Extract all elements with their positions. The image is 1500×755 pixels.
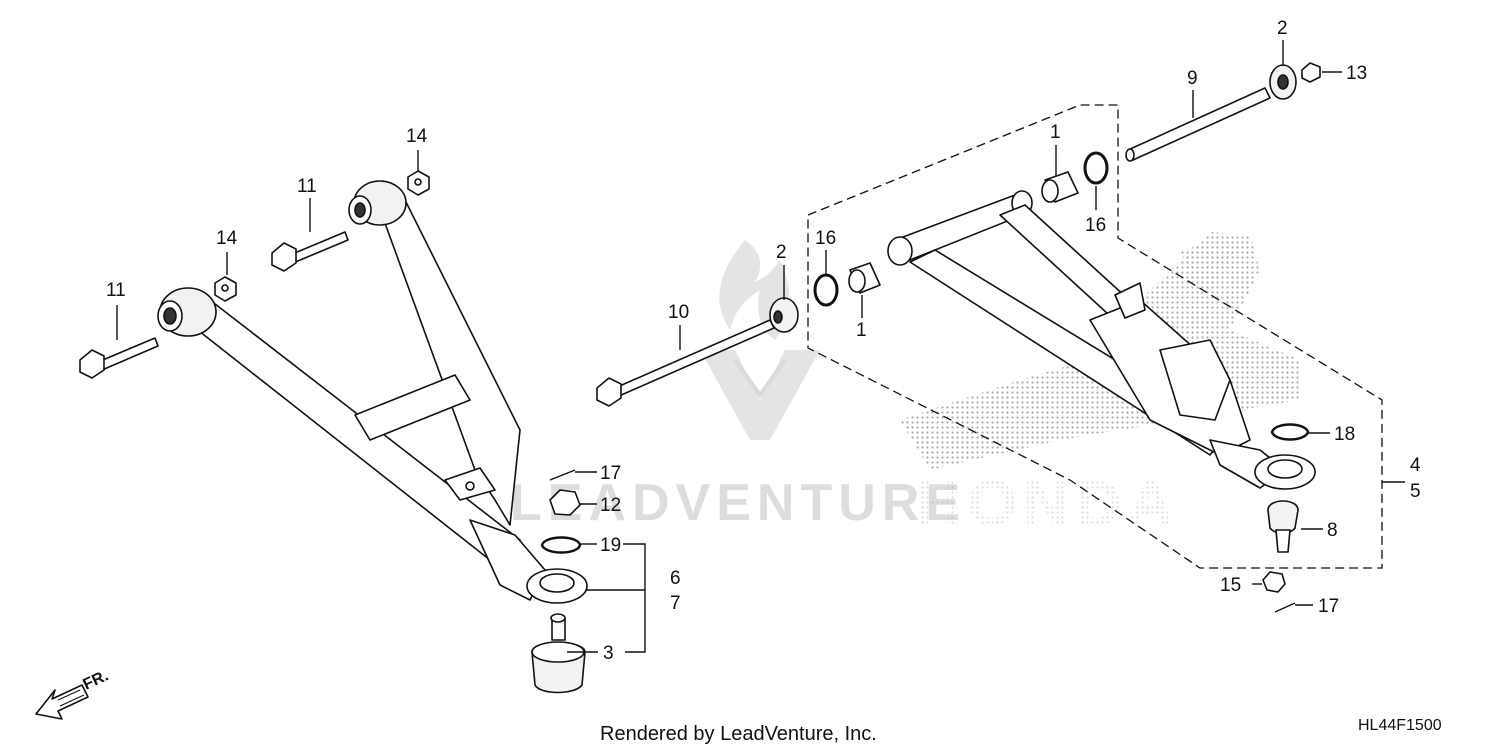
bolt-10 — [596, 319, 775, 407]
callout-16-left: 16 — [815, 228, 836, 249]
ball-joint-3 — [531, 613, 586, 694]
nut-14-front — [214, 276, 237, 302]
callout-2-left: 2 — [776, 242, 787, 263]
bolt-11-rear — [271, 231, 349, 272]
leader-lines — [116, 40, 1405, 653]
snap-ring-19 — [540, 536, 582, 554]
callout-19: 19 — [600, 535, 621, 556]
leadventure-logo-watermark — [700, 240, 820, 440]
bushing-1-left — [848, 262, 881, 294]
callout-1-left: 1 — [856, 320, 867, 341]
callout-labels: 11 11 14 14 17 12 19 6 7 3 10 2 16 1 1 1… — [106, 18, 1421, 664]
washer-2-right — [1269, 64, 1297, 100]
callout-6: 6 — [670, 568, 681, 589]
callout-15: 15 — [1220, 575, 1241, 596]
cotter-pin-17-left — [549, 469, 576, 481]
washer-2-left — [769, 297, 799, 333]
cotter-pin-17-right — [1274, 602, 1296, 613]
nut-14-rear — [407, 170, 430, 196]
callout-14-front: 14 — [216, 228, 238, 249]
brand-watermark-text: LEADVENTURE — [510, 474, 966, 532]
callout-8: 8 — [1327, 520, 1338, 541]
callout-7: 7 — [670, 593, 681, 614]
callout-13: 13 — [1346, 63, 1367, 84]
honda-watermark-text: HONDA — [915, 467, 1180, 539]
callout-18: 18 — [1334, 424, 1355, 445]
callout-4: 4 — [1410, 455, 1421, 476]
snap-ring-18 — [1270, 423, 1310, 441]
callout-12: 12 — [600, 495, 621, 516]
callout-9: 9 — [1187, 68, 1198, 89]
assembly-outline — [807, 104, 1383, 569]
callout-14-rear: 14 — [406, 126, 428, 147]
callout-17-left: 17 — [600, 463, 621, 484]
render-credit: Rendered by LeadVenture, Inc. — [600, 723, 877, 745]
shaft-9 — [1125, 87, 1271, 162]
nut-13 — [1301, 62, 1321, 83]
seal-16-right — [1083, 151, 1109, 185]
callout-11-front: 11 — [106, 280, 126, 301]
ball-joint-8 — [1267, 500, 1299, 553]
callout-1-right: 1 — [1050, 122, 1061, 143]
callout-2-right: 2 — [1277, 18, 1288, 39]
callout-10: 10 — [668, 302, 689, 323]
bushing-1-right — [1041, 171, 1079, 203]
seal-16-left — [813, 273, 839, 307]
callout-16-right: 16 — [1085, 215, 1106, 236]
callout-3: 3 — [603, 643, 614, 664]
diagram-code: HL44F1500 — [1358, 717, 1442, 734]
left-a-arm — [157, 180, 588, 604]
right-a-arm — [887, 190, 1316, 490]
castle-nut-15 — [1262, 571, 1286, 593]
callout-11-rear: 11 — [297, 176, 317, 197]
callout-17-right: 17 — [1318, 596, 1339, 617]
callout-5: 5 — [1410, 481, 1421, 502]
bolt-11-front — [79, 337, 159, 379]
front-direction-arrow: FR. — [35, 667, 112, 720]
front-label: FR. — [81, 667, 112, 693]
castle-nut-12 — [549, 489, 581, 516]
